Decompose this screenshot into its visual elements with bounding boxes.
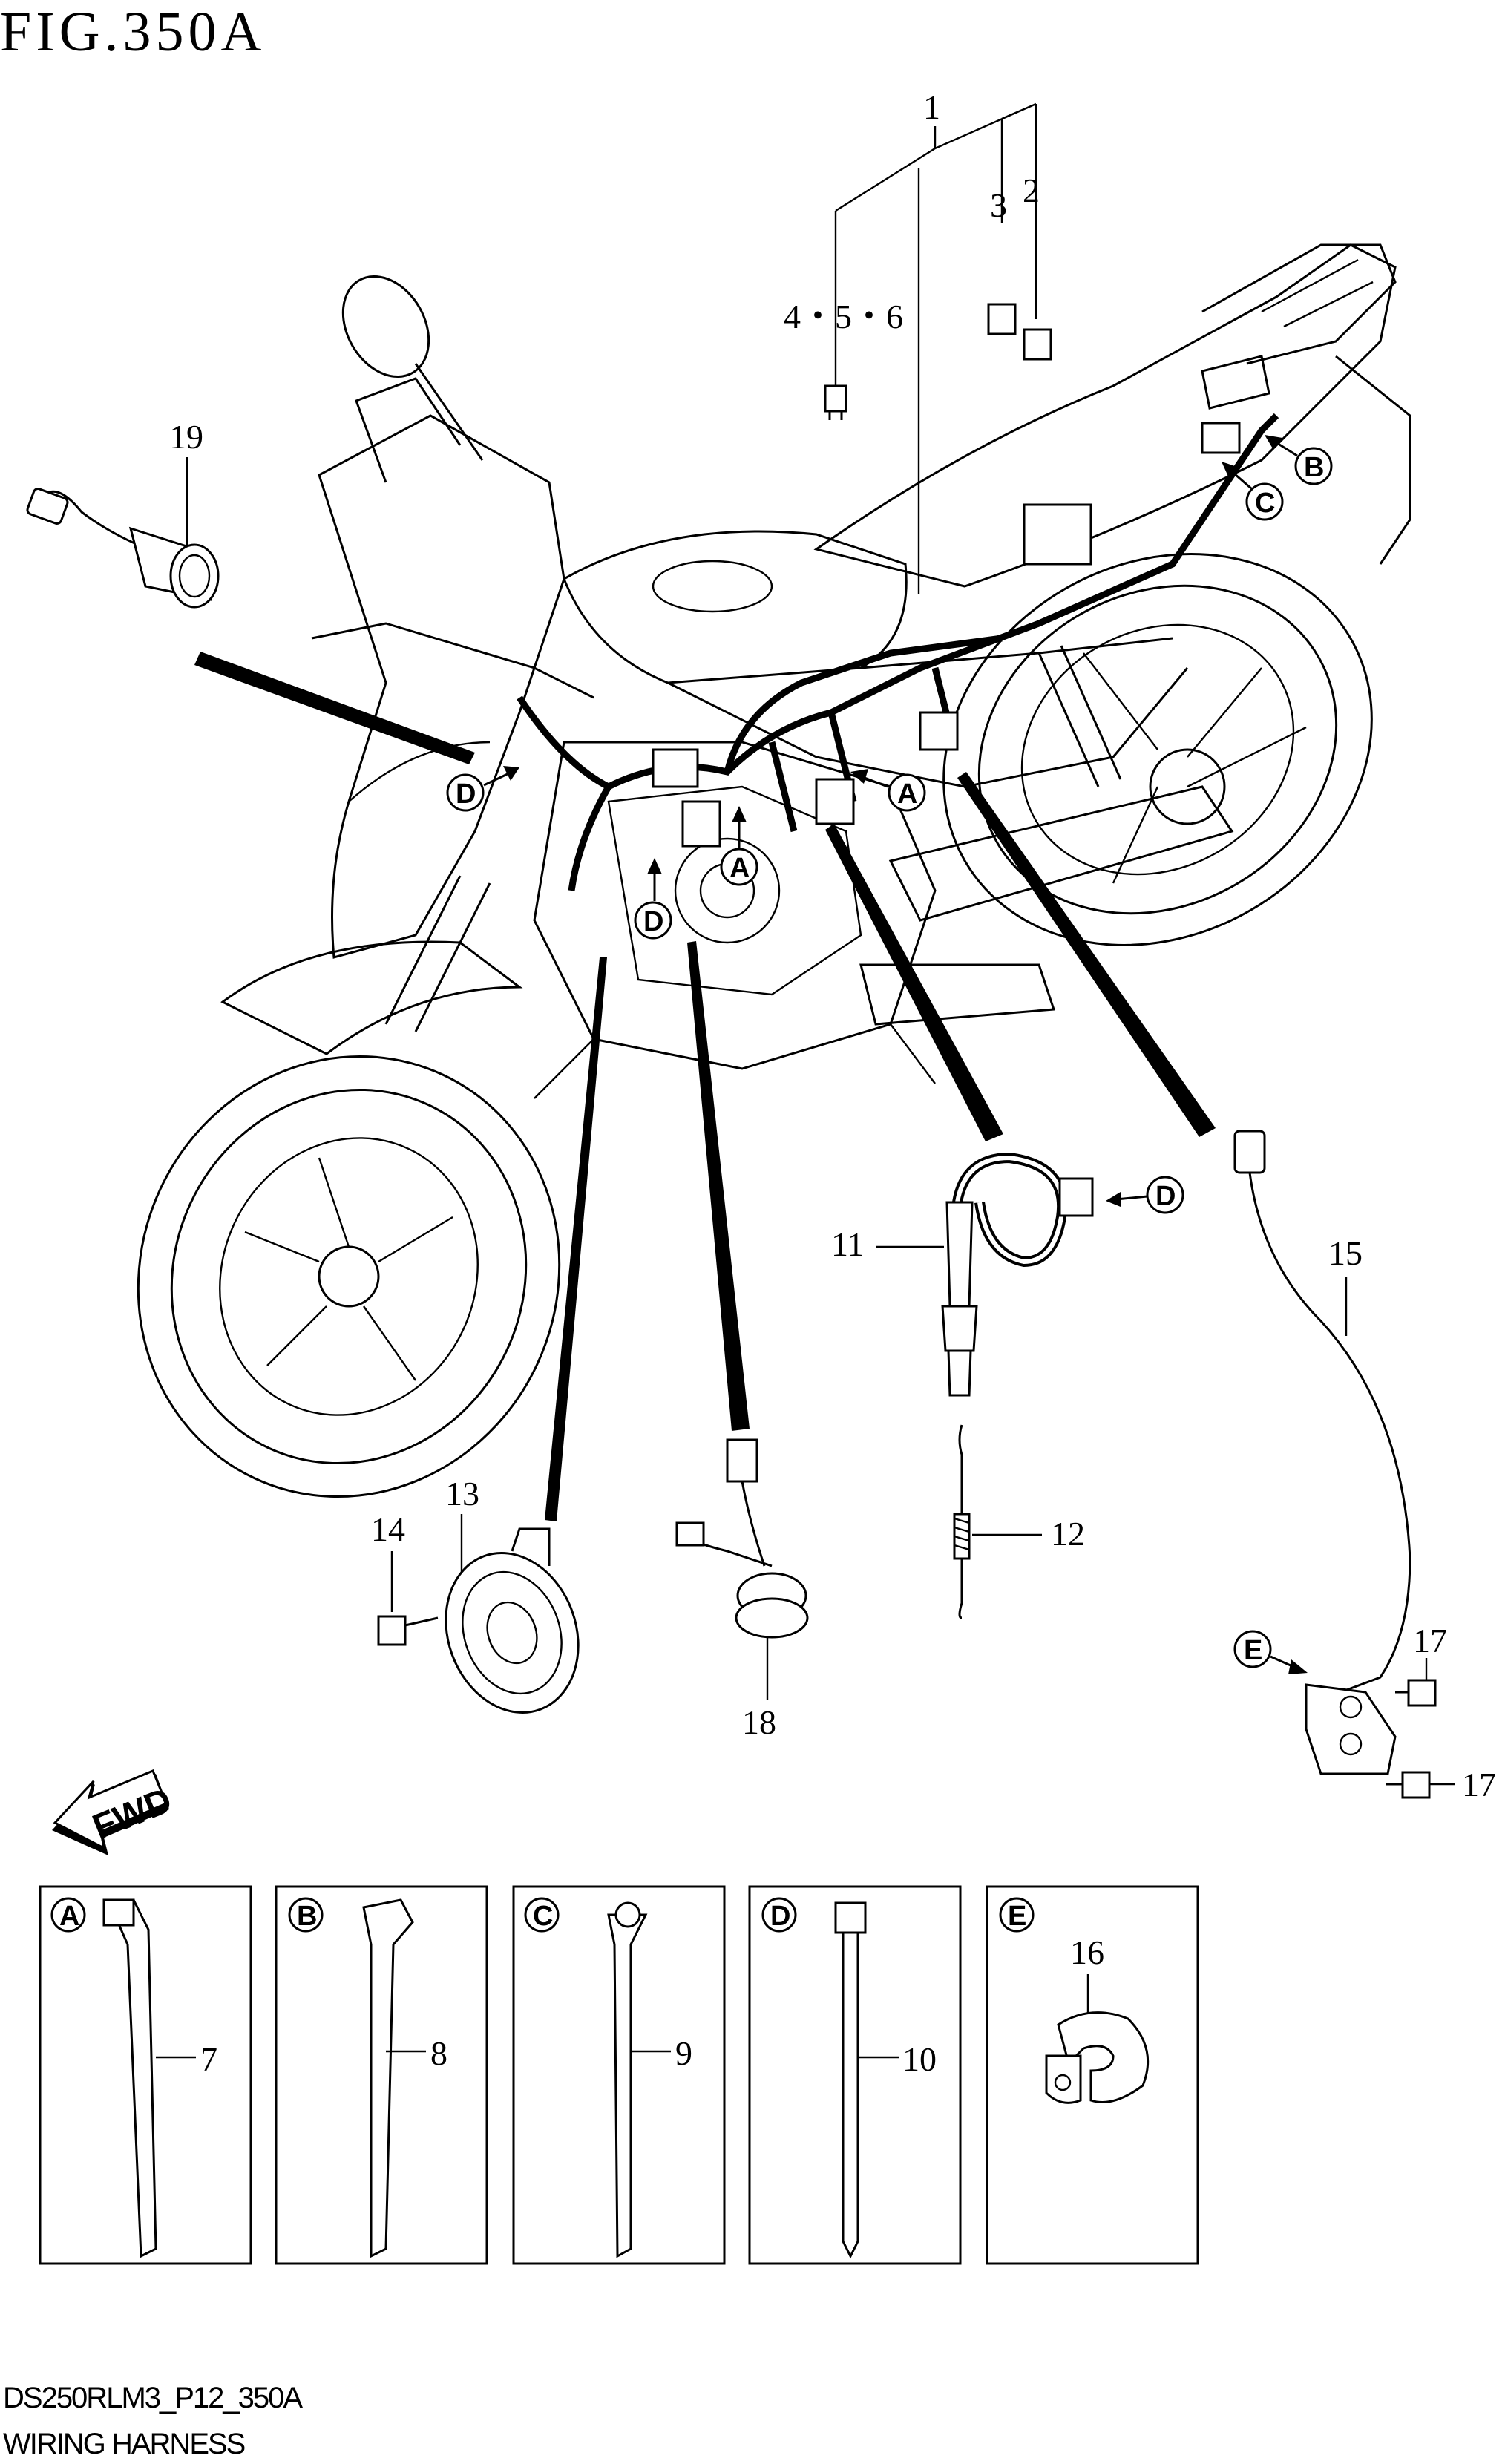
callout-c: C [1255, 488, 1275, 519]
callout-d: D [1155, 1181, 1176, 1212]
label-part-11: 11 [831, 1225, 864, 1263]
label-part-8: 8 [430, 2034, 447, 2072]
forward-direction-arrow: FWD [52, 1769, 177, 1855]
relay-part-3 [987, 303, 1017, 335]
detail-box-b: B 8 [275, 1885, 488, 2265]
callout-a: A [897, 779, 917, 810]
switch-part-18: 18 [675, 1438, 809, 1741]
label-part-13: 13 [445, 1475, 479, 1513]
label-part-19: 19 [169, 418, 203, 456]
label-part-1: 1 [923, 88, 940, 126]
sensor-lead-part-15: 15 17 17 E [1233, 1130, 1496, 1803]
leader-wedges [194, 652, 1216, 1521]
label-part-4-5-6: 4・5・6 [784, 298, 903, 335]
accessory-socket-part-19: 19 [26, 418, 220, 609]
drawing-code: DS250RLM3_P12_350A [3, 2382, 303, 2414]
detail-a-letter: A [59, 1901, 79, 1932]
label-part-18: 18 [742, 1703, 776, 1741]
callout-d: D [643, 906, 663, 937]
label-part-16: 16 [1070, 1933, 1104, 1971]
callout-e: E [1244, 1635, 1262, 1666]
label-part-12: 12 [1051, 1515, 1085, 1553]
label-part-2: 2 [1023, 171, 1040, 209]
detail-box-d: D 10 [748, 1885, 962, 2265]
callout-d: D [456, 779, 476, 810]
label-part-7: 7 [200, 2040, 217, 2078]
callout-d-circle [446, 773, 485, 812]
detail-box-c: C 9 [512, 1885, 726, 2265]
relay-fuse-group: 1 3 2 4・5・6 [784, 88, 1052, 594]
callout-a: A [729, 853, 750, 884]
label-part-3: 3 [990, 186, 1007, 224]
horn-part-13: 13 14 [371, 1475, 580, 1714]
relay-part-2 [1023, 328, 1052, 361]
detail-e-letter: E [1008, 1901, 1026, 1932]
figure-caption: WIRING HARNESS [3, 2428, 245, 2460]
motorcycle-illustration [137, 243, 1411, 1498]
fuse-part-4-5-6 [824, 384, 847, 413]
detail-d-letter: D [770, 1901, 790, 1932]
detail-c-letter: C [533, 1901, 553, 1932]
cable-part-12: 12 [953, 1424, 1085, 1619]
label-part-17: 17 [1413, 1622, 1447, 1659]
detail-b-letter: B [297, 1901, 317, 1932]
detail-box-e: E 16 [986, 1885, 1199, 2265]
figure-title: FIG.350A [0, 1, 266, 63]
label-part-9: 9 [675, 2034, 692, 2072]
main-harness [517, 413, 1279, 891]
label-part-17: 17 [1462, 1766, 1496, 1803]
label-part-10: 10 [902, 2040, 937, 2078]
sensor-part-11: 11 D [831, 1152, 1184, 1397]
callouts: D D A A C B [446, 435, 1333, 940]
callout-b: B [1304, 452, 1324, 483]
label-part-14: 14 [371, 1510, 405, 1548]
label-part-15: 15 [1328, 1234, 1363, 1272]
detail-box-a: A 7 [39, 1885, 252, 2265]
